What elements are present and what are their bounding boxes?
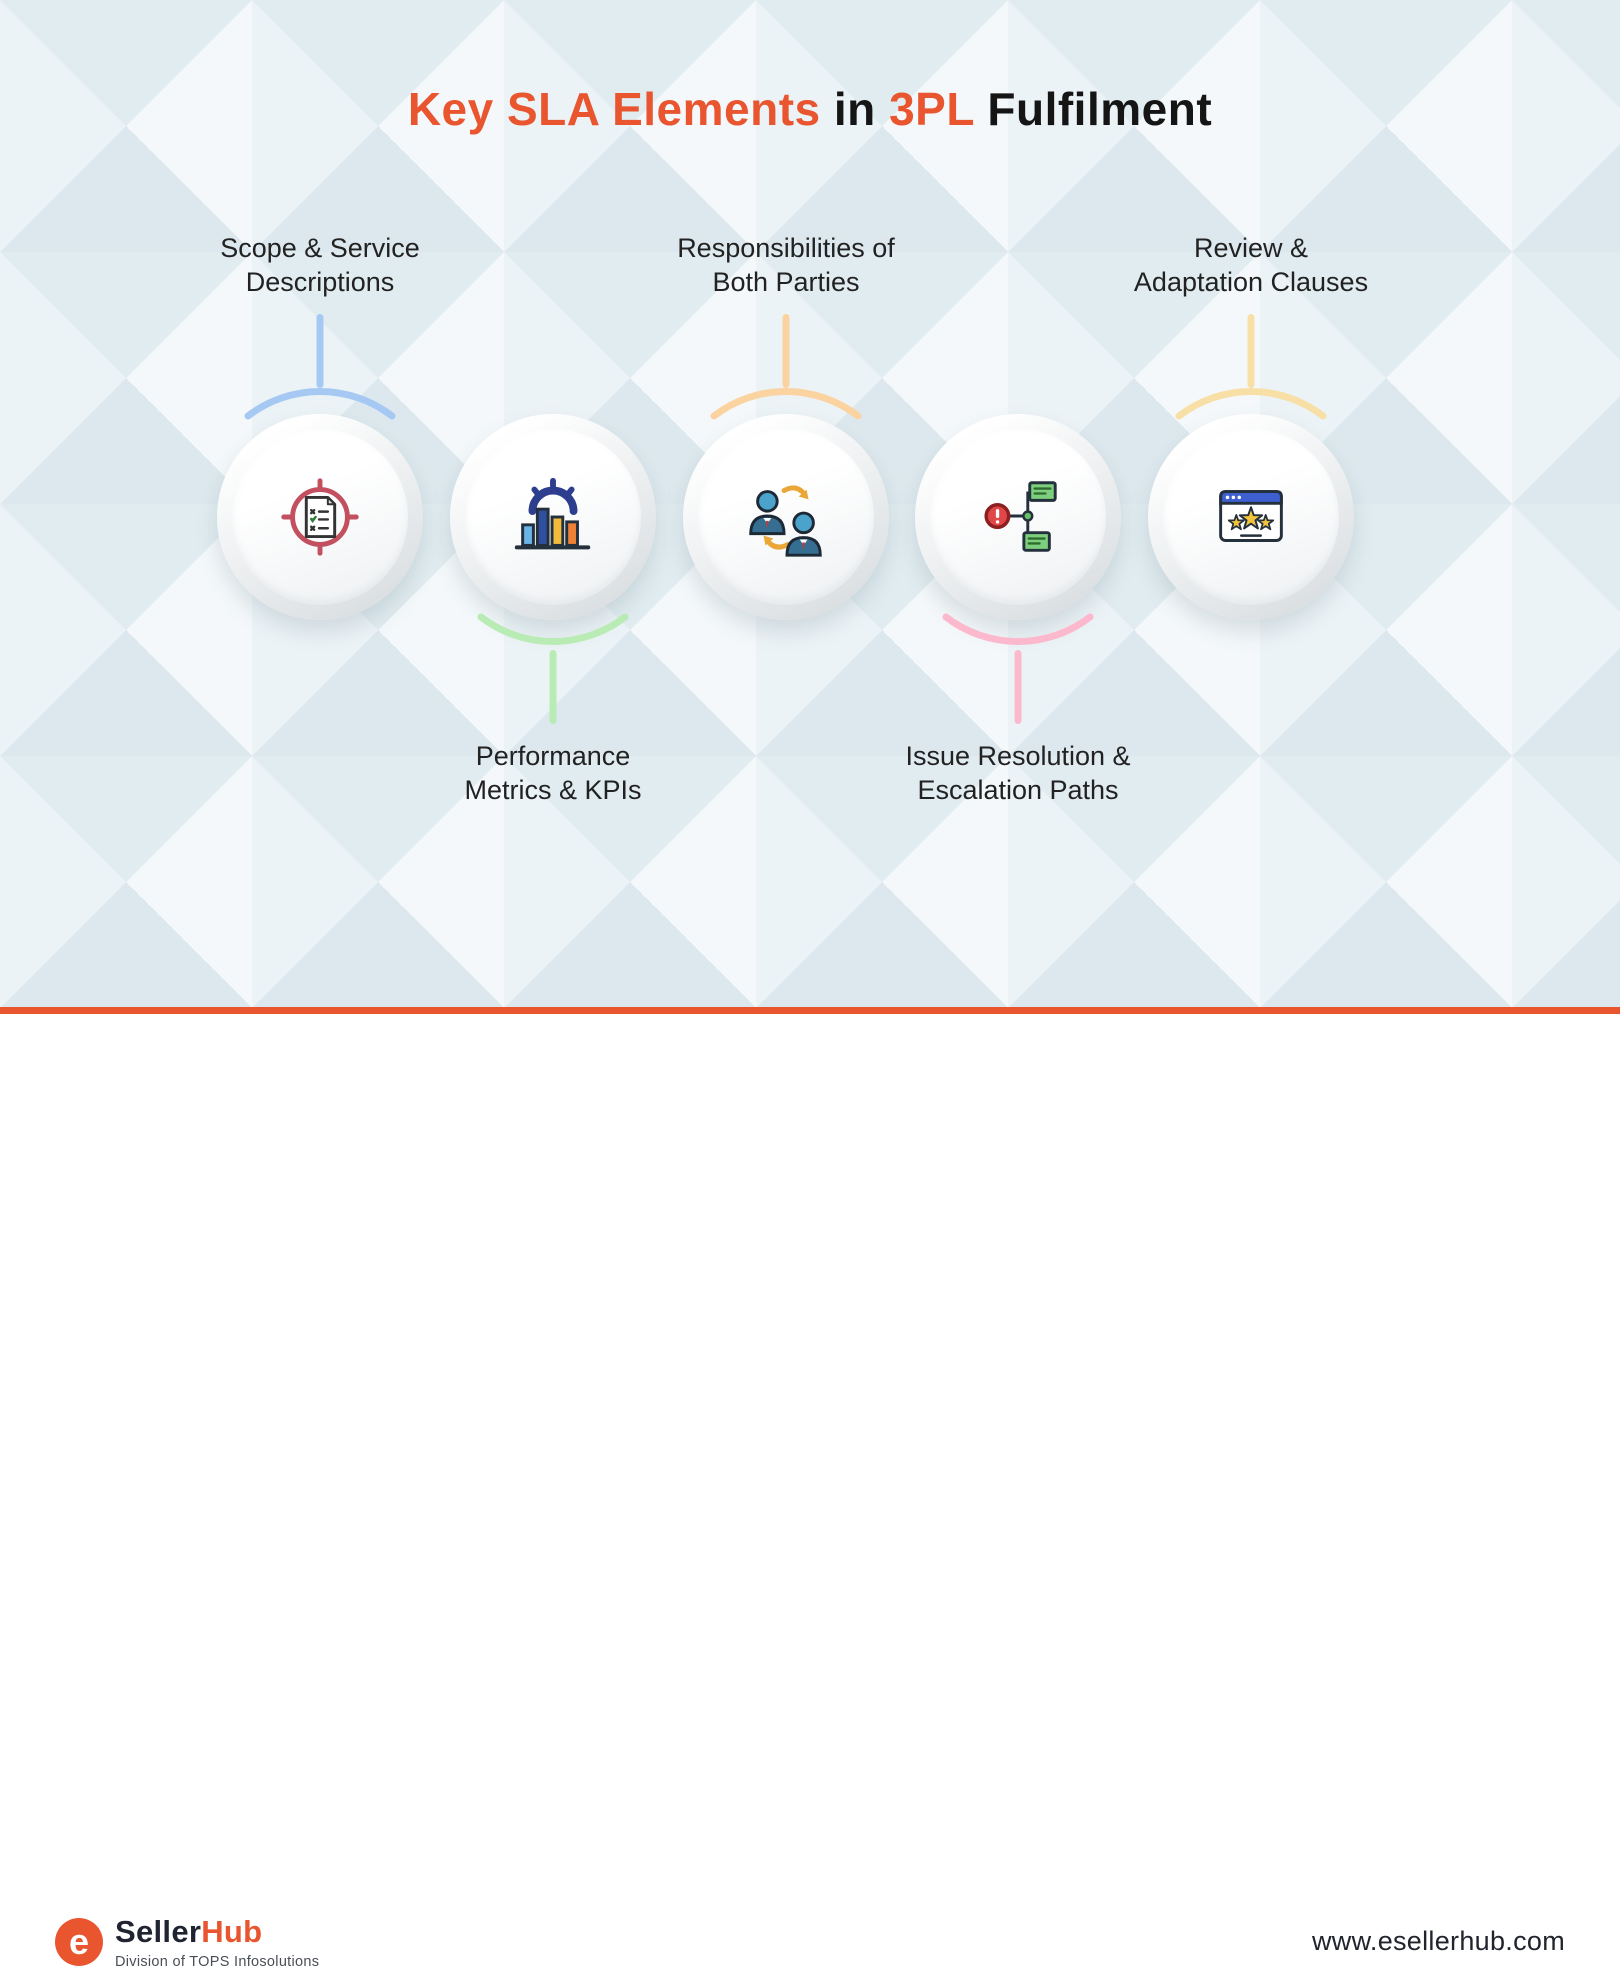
escalation-flow-icon	[984, 481, 1057, 552]
connector-arc-1	[244, 387, 396, 420]
label-line: Descriptions	[245, 266, 395, 297]
circle-responsibilities	[683, 414, 889, 620]
connector-arc-4	[942, 613, 1094, 646]
label-line: Metrics & KPIs	[464, 774, 642, 805]
circle-inner	[232, 429, 408, 605]
circle-performance	[450, 414, 656, 620]
circle-inner	[930, 429, 1106, 605]
connector-arc-3	[710, 387, 862, 420]
label-responsibilities: Responsibilities of Both Parties	[566, 232, 1006, 300]
two-parties-icon	[749, 485, 822, 557]
connector-arc-5	[1175, 387, 1327, 420]
title-plain-1: in	[820, 83, 890, 135]
circle-scope-service	[217, 414, 423, 620]
circle-review	[1148, 414, 1354, 620]
brand-mark-icon: e	[55, 1918, 103, 1966]
bottom-accent-bar	[0, 1007, 1620, 1014]
label-line: Issue Resolution &	[905, 741, 1131, 771]
brand-name: SellerHub	[115, 1914, 319, 1950]
label-line: Both Parties	[712, 266, 860, 297]
label-scope-service: Scope & Service Descriptions	[100, 232, 540, 300]
target-checklist-icon	[281, 478, 359, 556]
connector-arc-2	[477, 613, 629, 646]
label-line: Performance	[475, 741, 631, 771]
brand-logo: e SellerHub Division of TOPS Infosolutio…	[55, 1914, 319, 1970]
title-accent-1: Key SLA Elements	[407, 83, 821, 135]
connector-line-1	[316, 314, 324, 388]
brand-tagline: Division of TOPS Infosolutions	[115, 1954, 320, 1970]
label-line: Responsibilities of	[677, 233, 895, 263]
label-review-adaptation: Review & Adaptation Clauses	[1031, 232, 1471, 300]
kpi-chart-icon	[514, 477, 591, 550]
circle-inner	[698, 429, 874, 605]
connector-line-4	[1014, 650, 1022, 724]
page-title: Key SLA Elements in 3PL Fulfilment	[0, 82, 1620, 136]
connector-line-2	[549, 650, 557, 724]
title-plain-2: Fulfilment	[974, 83, 1213, 135]
label-issue-resolution: Issue Resolution & Escalation Paths	[798, 740, 1238, 808]
brand-name-hub: Hub	[201, 1914, 263, 1949]
label-line: Escalation Paths	[917, 774, 1119, 805]
brand-name-seller: Seller	[115, 1914, 202, 1949]
website-url: www.esellerhub.com	[1311, 1926, 1565, 1956]
circle-inner	[1163, 429, 1339, 605]
review-stars-icon	[1219, 490, 1283, 542]
label-line: Scope & Service	[220, 233, 420, 263]
label-line: Adaptation Clauses	[1133, 266, 1369, 297]
label-line: Review &	[1193, 233, 1309, 263]
circle-inner	[465, 429, 641, 605]
label-performance: Performance Metrics & KPIs	[333, 740, 773, 808]
connector-line-3	[782, 314, 790, 388]
title-accent-2: 3PL	[889, 83, 975, 135]
brand-text: SellerHub Division of TOPS Infosolutions	[115, 1914, 319, 1970]
circle-issue-resolution	[915, 414, 1121, 620]
connector-line-5	[1247, 314, 1255, 388]
